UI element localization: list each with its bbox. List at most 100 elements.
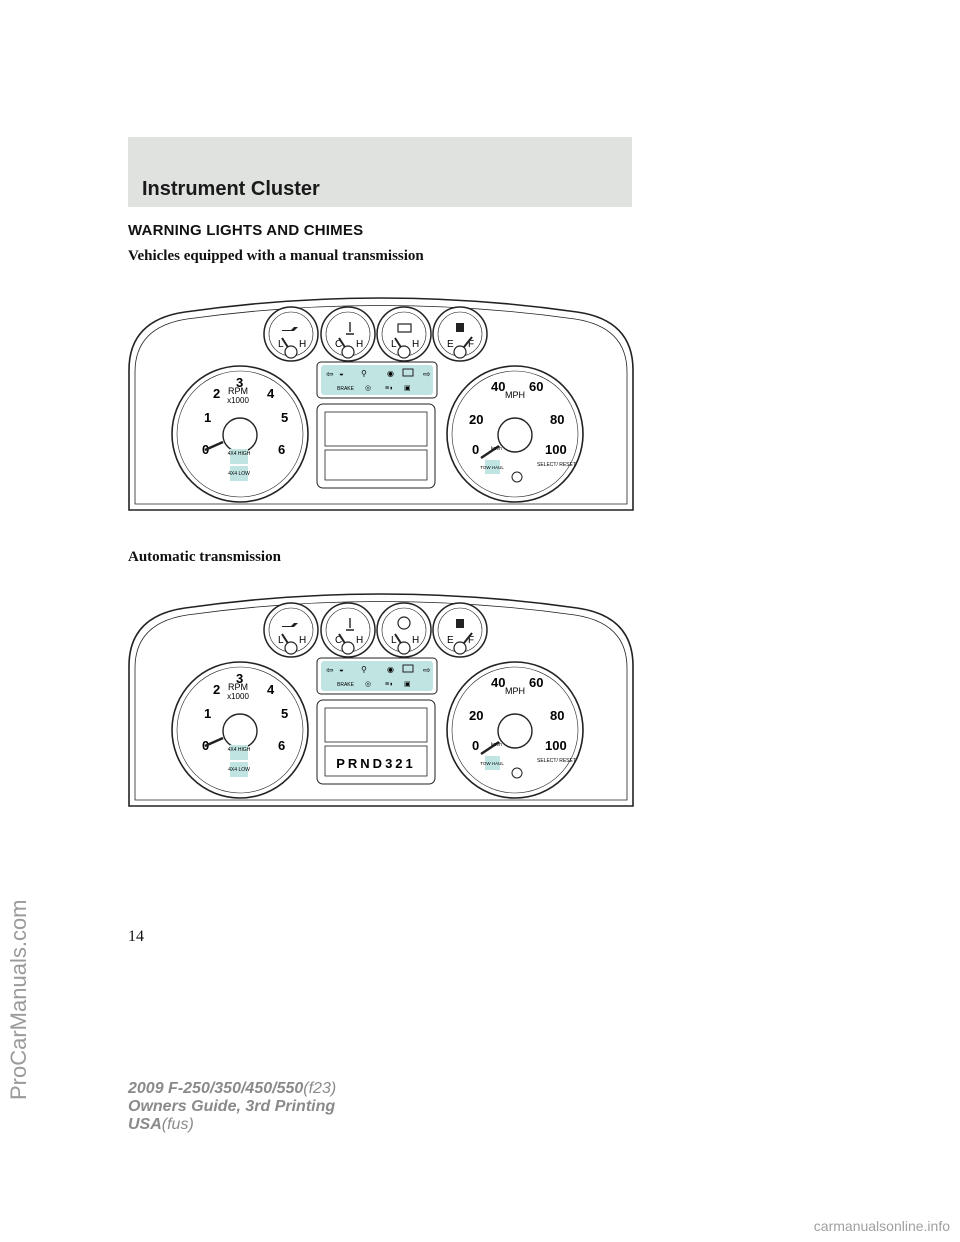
tach-number: 4 — [267, 682, 275, 697]
footer-model-code: (f23) — [303, 1080, 337, 1097]
warning-lights-panel: ⇦ ⇨ ◒ ⚲ ◉ BRAKE ◎ ≡◗ ▣ — [316, 657, 438, 695]
mph-number: 40 — [491, 675, 505, 690]
tachometer: RPM x1000 0 1 2 3 4 5 6 4X4 HIGH 4X4 LOW — [171, 661, 309, 799]
tach-number: 6 — [278, 738, 285, 753]
gauge-high-label: H — [299, 339, 306, 350]
gauge-low-label: E — [447, 339, 454, 350]
mph-number: 80 — [550, 412, 564, 427]
oil-warning-icon: ◒ — [339, 369, 344, 378]
battery-voltage-gauge: L H — [376, 306, 432, 362]
mph-number: 80 — [550, 708, 564, 723]
footer-guide: Owners Guide, 3rd Printing — [128, 1098, 336, 1115]
fuel-gauge: E F — [432, 306, 488, 362]
mph-number: 100 — [545, 442, 567, 457]
4x4-high-indicator: 4X4 HIGH — [228, 747, 251, 753]
transmission-temperature-gauge: L H — [376, 602, 432, 658]
footer-model: 2009 F-250/350/450/550 — [128, 1080, 304, 1097]
tach-number: 1 — [204, 706, 211, 721]
gauge-high-label: F — [468, 635, 474, 646]
page-heading: WARNING LIGHTS AND CHIMES — [128, 222, 364, 239]
engine-temperature-gauge: C H — [320, 306, 376, 362]
headlamp-icon: ≡◗ — [385, 385, 393, 392]
gauge-low-label: L — [278, 339, 284, 350]
oil-pressure-gauge: L H — [263, 306, 319, 362]
mph-number: 20 — [469, 708, 483, 723]
tach-number: 1 — [204, 410, 211, 425]
fuel-pump-icon — [456, 323, 464, 332]
tow-haul-indicator: TOW HAUL — [480, 465, 504, 470]
gauge-low-label: L — [391, 635, 397, 646]
charging-icon — [402, 368, 414, 377]
tach-number: 3 — [236, 671, 243, 686]
message-center — [316, 403, 436, 489]
mph-number: 60 — [529, 379, 543, 394]
battery-icon — [397, 323, 412, 333]
left-turn-icon: ⇦ — [326, 369, 334, 379]
gauge-low-label: L — [278, 635, 284, 646]
mph-number: 0 — [472, 442, 479, 457]
manual-cluster-figure: L H C H L H E F RPM x1000 0 — [128, 297, 634, 511]
tire-pressure-icon: ◉ — [387, 369, 394, 378]
page-number: 14 — [128, 928, 144, 945]
mph-number: 60 — [529, 675, 543, 690]
oil-can-icon — [282, 623, 298, 627]
gauge-low-label: C — [335, 635, 342, 646]
tach-number: 6 — [278, 442, 285, 457]
mph-number: 100 — [545, 738, 567, 753]
gauge-high-label: H — [356, 339, 363, 350]
manual-transmission-caption: Vehicles equipped with a manual transmis… — [128, 248, 424, 264]
tach-label: RPM — [228, 682, 248, 692]
left-turn-icon: ⇦ — [326, 665, 334, 675]
mph-number: 40 — [491, 379, 505, 394]
gear-selector-display: PRND321 — [336, 756, 416, 771]
speedo-label: MPH — [505, 390, 525, 400]
tach-label: RPM — [228, 386, 248, 396]
tach-sublabel: x1000 — [227, 692, 249, 701]
footer-market: USA — [128, 1116, 162, 1133]
section-header-band — [128, 137, 632, 207]
kmh-label: km/h — [491, 446, 502, 452]
bottom-watermark: carmanualsonline.info — [813, 1218, 950, 1234]
warning-lights-panel: ⇦ ⇨ ◒ ⚲ ◉ BRAKE ◎ ≡◗ ▣ — [316, 361, 438, 399]
thermometer-icon — [346, 618, 354, 631]
tachometer: RPM x1000 0 1 2 3 4 5 6 4X4 HIGH 4X4 LOW — [171, 365, 309, 503]
4x4-high-indicator: 4X4 HIGH — [228, 451, 251, 457]
gear-icon — [397, 616, 411, 630]
4x4-low-indicator: 4X4 LOW — [228, 471, 250, 477]
gauge-high-label: H — [356, 635, 363, 646]
gauge-low-label: C — [335, 339, 342, 350]
oil-can-icon — [282, 327, 298, 331]
gauge-high-label: H — [299, 635, 306, 646]
message-center: PRND321 — [316, 699, 436, 785]
tire-pressure-icon: ◉ — [387, 665, 394, 674]
tach-number: 4 — [267, 386, 275, 401]
automatic-cluster-figure: L H C H L H E F RPM x1000 0 — [128, 593, 634, 807]
tach-number: 2 — [213, 386, 220, 401]
check-engine-icon: ▣ — [404, 385, 411, 392]
select-reset-label: SELECT/ RESET — [537, 758, 576, 764]
brake-label: BRAKE — [337, 386, 355, 392]
speedometer: MPH 0 20 40 60 80 100 km/h TOW HAUL SELE… — [446, 365, 584, 503]
gauge-low-label: E — [447, 635, 454, 646]
mph-number: 0 — [472, 738, 479, 753]
check-engine-icon: ▣ — [404, 681, 411, 688]
speedo-label: MPH — [505, 686, 525, 696]
right-turn-icon: ⇨ — [423, 369, 431, 379]
fuel-gauge: E F — [432, 602, 488, 658]
thermometer-icon — [346, 322, 354, 335]
tach-number: 5 — [281, 410, 288, 425]
automatic-transmission-caption: Automatic transmission — [128, 549, 281, 565]
fuel-pump-icon — [456, 619, 464, 628]
select-reset-label: SELECT/ RESET — [537, 462, 576, 468]
side-watermark: ProCarManuals.com — [6, 899, 31, 1100]
abs-icon: ◎ — [365, 681, 371, 688]
document-footer: 2009 F-250/350/450/550(f23) Owners Guide… — [128, 1080, 336, 1134]
tow-haul-indicator: TOW HAUL — [480, 761, 504, 766]
seatbelt-icon: ⚲ — [361, 369, 367, 378]
tach-number: 3 — [236, 375, 243, 390]
charging-icon — [402, 664, 414, 673]
tach-number: 5 — [281, 706, 288, 721]
tach-sublabel: x1000 — [227, 396, 249, 405]
tach-number: 2 — [213, 682, 220, 697]
speedometer: MPH 0 20 40 60 80 100 km/h TOW HAUL SELE… — [446, 661, 584, 799]
